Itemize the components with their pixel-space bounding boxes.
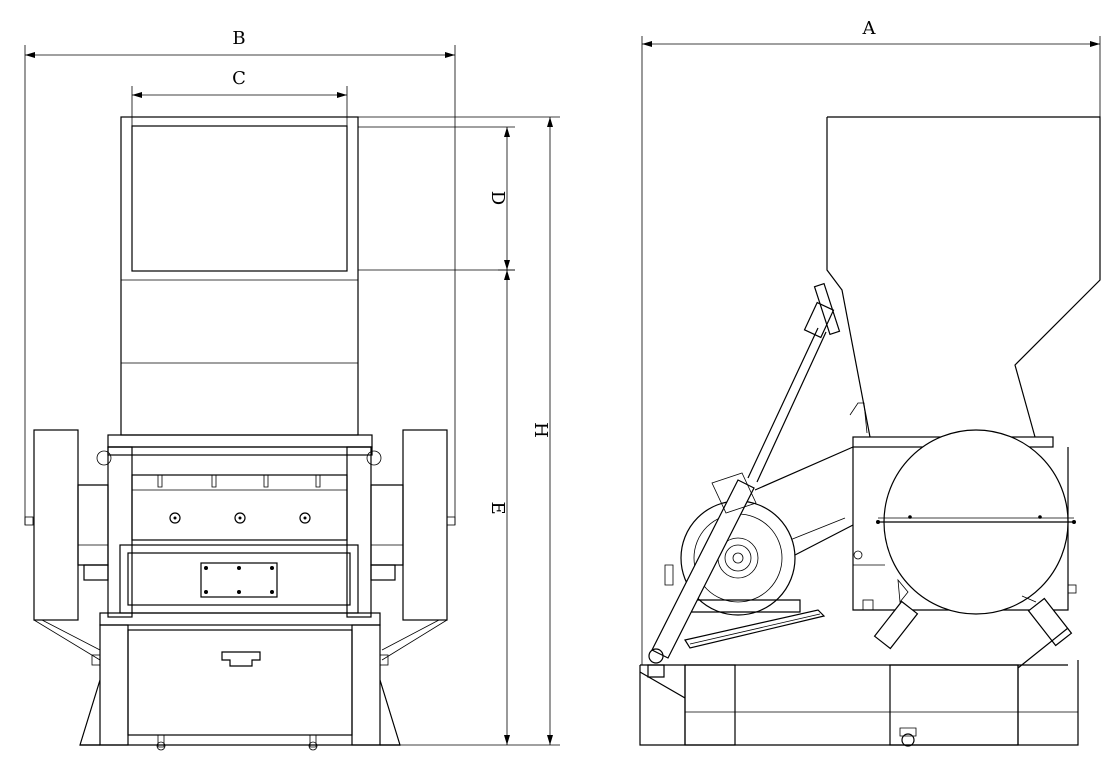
dimension-label-h: H bbox=[530, 422, 551, 438]
side-view bbox=[639, 116, 1101, 747]
right-side-cover bbox=[402, 429, 448, 621]
collection-bin bbox=[127, 629, 353, 736]
dimension-label-a: A bbox=[862, 18, 877, 39]
side-hopper bbox=[827, 116, 1101, 438]
front-view bbox=[24, 116, 560, 751]
dimension-label-b: B bbox=[232, 28, 245, 49]
dimension-label-c: C bbox=[232, 68, 246, 89]
dimension-label-d: D bbox=[487, 191, 508, 205]
side-dimensions bbox=[641, 36, 1101, 665]
front-dimensions bbox=[24, 45, 560, 746]
dimension-label-e: E bbox=[487, 501, 508, 514]
left-side-cover bbox=[33, 429, 79, 621]
feed-window bbox=[131, 125, 348, 272]
hopper-outline bbox=[120, 116, 359, 436]
